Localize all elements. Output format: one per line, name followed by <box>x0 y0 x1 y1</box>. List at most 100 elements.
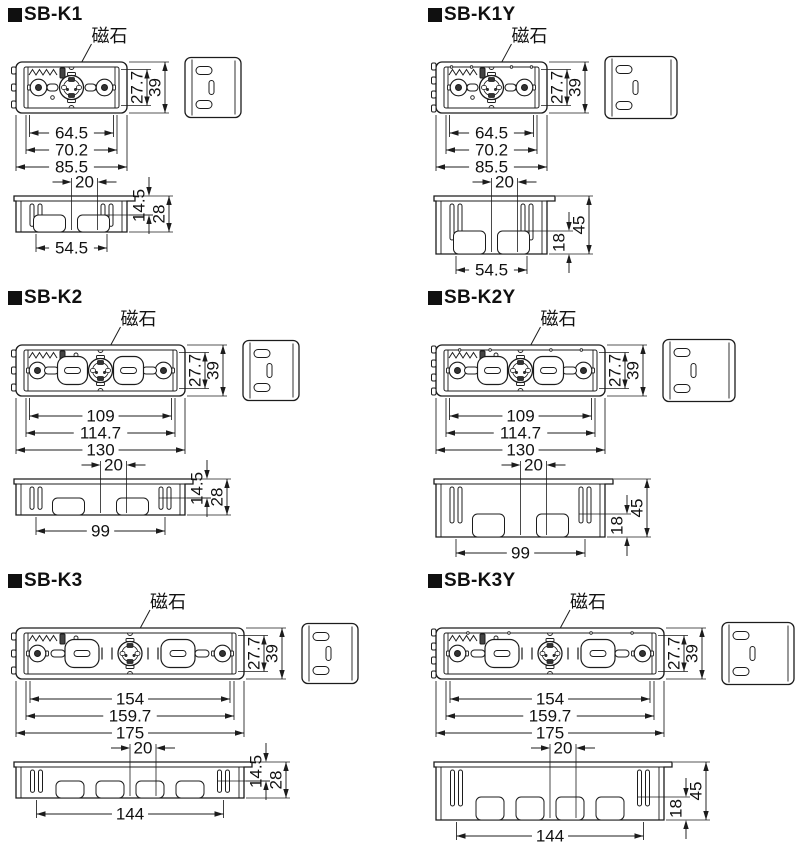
dim-arrowhead <box>524 130 534 136</box>
dim-arrowhead <box>91 462 101 468</box>
mounting-slot <box>30 769 35 793</box>
magnet-label: 磁石 <box>92 26 128 46</box>
edge-dot <box>549 348 553 352</box>
knockout-slot <box>169 650 187 657</box>
mounting-slot <box>449 486 455 524</box>
dim-front-width-2: 159.7 <box>529 707 572 726</box>
oval-slot <box>466 83 479 92</box>
mounting-slot <box>457 486 463 524</box>
oval-slot <box>46 83 59 92</box>
knockout-slot <box>484 367 501 374</box>
dim-arrowhead <box>104 130 114 136</box>
screw-boss-center <box>160 367 167 374</box>
magnet-label: 磁石 <box>570 592 606 612</box>
dim-arrowhead <box>683 820 689 829</box>
dim-front-width-1: 154 <box>536 690 564 709</box>
dim-arrowhead <box>26 147 35 153</box>
dim-arrowhead <box>644 479 650 488</box>
spring-anchor <box>59 67 66 79</box>
knockout-slot <box>589 650 607 657</box>
side-tab <box>11 632 17 641</box>
magnet-dot <box>132 654 136 657</box>
bottom-knockout <box>472 513 505 538</box>
dim-arrowhead <box>261 662 267 672</box>
magnet-pole <box>517 360 524 365</box>
spring-symbol <box>448 351 478 359</box>
product-name: SB-K2Y <box>444 286 516 308</box>
dim-arrowhead <box>640 345 646 354</box>
edge-dot <box>579 348 584 352</box>
bullet-square-icon <box>428 290 442 305</box>
dim-arrowhead <box>29 413 39 419</box>
small-dot <box>50 95 55 100</box>
dim-arrowhead <box>162 104 168 113</box>
magnet-slot <box>510 368 516 373</box>
side-tab <box>431 642 437 651</box>
dim-arrowhead <box>283 789 289 798</box>
magnet-pole <box>97 360 104 365</box>
side-tab <box>11 83 17 92</box>
product-header: SB-K2 <box>8 286 420 309</box>
dim-front-inner-height: 27.7 <box>665 637 684 670</box>
notch <box>517 388 524 392</box>
magnet-pole <box>488 93 495 98</box>
dim-arrowhead <box>622 379 628 389</box>
product-name: SB-K2 <box>24 286 83 308</box>
side-tab <box>431 359 437 368</box>
dim-arrowhead <box>214 811 224 817</box>
side-tab <box>431 387 437 396</box>
edge-dot <box>469 65 474 69</box>
dim-arrowhead <box>596 447 605 453</box>
bottom-knockout <box>95 780 125 799</box>
edge-dot <box>589 631 593 635</box>
side-oval <box>732 667 750 676</box>
notch <box>97 388 104 392</box>
magnet-dot <box>103 371 106 374</box>
dim-front-width-3: 130 <box>86 441 114 460</box>
dim-arrowhead <box>29 130 39 136</box>
dim-bottom-offset: 20 <box>524 456 543 475</box>
magnet-body <box>58 74 85 101</box>
dim-front-width-2: 114.7 <box>500 424 541 443</box>
bullet-square-icon <box>428 573 442 588</box>
magnet-dot <box>544 654 548 657</box>
dim-bottom-outer-depth: 45 <box>570 216 589 235</box>
dim-arrowhead <box>166 196 172 205</box>
dim-arrowhead <box>582 62 588 71</box>
dim-bottom-width: 54.5 <box>55 239 88 258</box>
notch <box>68 105 75 109</box>
mounting-slot <box>645 769 650 807</box>
magnet-pole <box>126 643 134 648</box>
magnet-pole <box>68 93 75 98</box>
bottom-knockout <box>33 214 66 233</box>
dim-arrowhead <box>566 222 572 231</box>
magnet-body <box>117 640 143 667</box>
dim-bottom-offset: 20 <box>554 739 573 758</box>
front-inner-face <box>443 632 657 675</box>
magnet-slot <box>61 85 67 90</box>
product-header: SB-K1Y <box>428 3 796 26</box>
dim-arrowhead <box>456 267 465 273</box>
bottom-knockout <box>55 780 85 799</box>
dim-bottom-inner-depth: 14.5 <box>247 755 266 788</box>
front-inner-face <box>23 66 120 109</box>
dim-front-width-3: 85.5 <box>55 158 88 177</box>
dim-arrowhead <box>541 745 550 751</box>
dim-arrowhead <box>166 223 172 232</box>
knockout-slot <box>493 650 511 657</box>
dim-arrowhead <box>576 550 585 556</box>
notch <box>547 671 553 675</box>
front-inner-face <box>443 349 598 392</box>
dim-arrowhead <box>456 833 466 839</box>
dim-arrowhead <box>26 430 35 436</box>
dim-front-inner-height: 27.7 <box>245 637 264 670</box>
magnet-pole <box>97 376 104 381</box>
side-view <box>242 339 300 402</box>
